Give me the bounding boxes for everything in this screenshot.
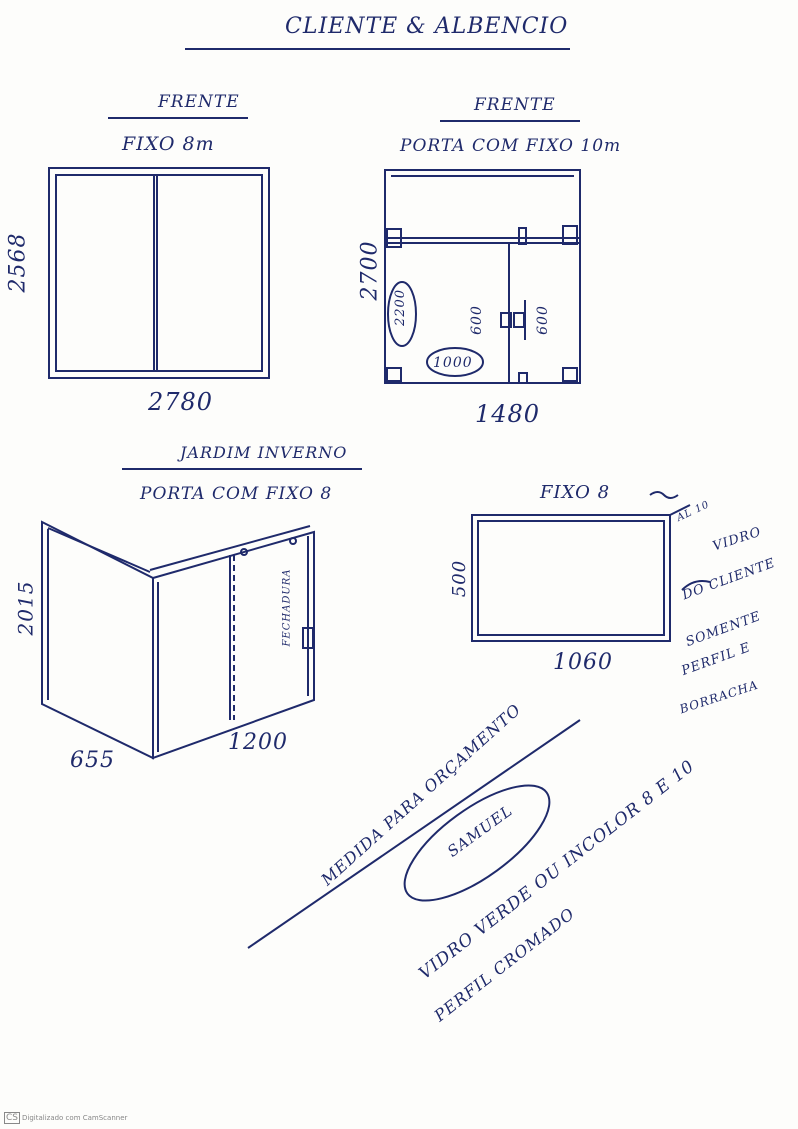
sketch2-width: 1480 xyxy=(475,400,541,428)
sketch3-width-right: 1200 xyxy=(228,730,288,755)
sketch2-label: PORTA COM FIXO 10m xyxy=(400,136,622,156)
sketch3-label: PORTA COM FIXO 8 xyxy=(140,484,333,504)
sketch4-label: FIXO 8 xyxy=(540,482,611,503)
sketch2-heading: FRENTE xyxy=(474,95,556,115)
section3-heading: JARDIM INVERNO xyxy=(180,443,348,462)
title-underline xyxy=(185,48,570,50)
sketch1-label: FIXO 8m xyxy=(122,133,215,155)
sketch4-width: 1060 xyxy=(553,650,613,675)
sketch1-heading: FRENTE xyxy=(158,92,240,112)
sketch2-frame xyxy=(384,169,581,384)
scanner-logo: CS xyxy=(4,1112,20,1124)
sketch2-door-width: 1000 xyxy=(433,355,473,371)
sketch1-frame xyxy=(48,167,270,379)
scanner-text: Digitalizado com CamScanner xyxy=(22,1114,128,1122)
page-title: CLIENTE & ALBENCIO xyxy=(285,14,569,39)
sketch3-frame xyxy=(41,520,315,760)
sketch3-width-left: 655 xyxy=(70,748,115,773)
sketch4-frame xyxy=(471,504,691,642)
sketch2-heading-underline xyxy=(440,120,580,122)
sketch1-heading-underline xyxy=(108,117,248,119)
sketch1-width: 2780 xyxy=(148,388,214,416)
notes-graphics xyxy=(247,491,711,949)
section3-heading-underline xyxy=(122,468,362,470)
